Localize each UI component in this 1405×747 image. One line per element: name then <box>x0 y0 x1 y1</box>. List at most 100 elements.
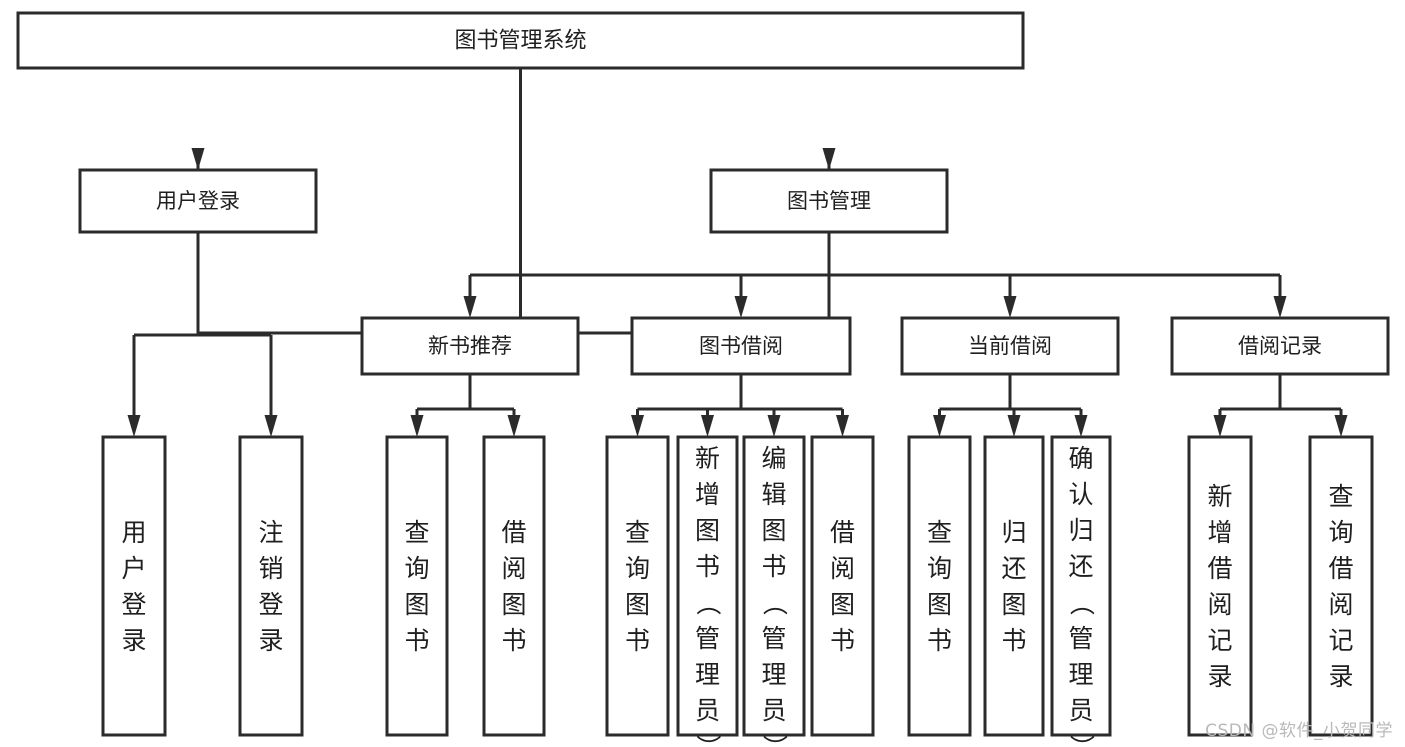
node-borrow-record-label: 借阅记录 <box>1238 334 1322 358</box>
svg-text:（: （ <box>1067 590 1096 615</box>
svg-text:图: 图 <box>404 590 429 619</box>
svg-text:询: 询 <box>625 554 650 583</box>
svg-text:阅: 阅 <box>1207 590 1232 619</box>
svg-text:借: 借 <box>501 518 526 547</box>
leaf-query-book-1-box[interactable] <box>385 435 449 737</box>
svg-text:）: ） <box>1067 734 1096 747</box>
svg-text:还: 还 <box>1068 552 1093 581</box>
svg-text:书: 书 <box>404 626 429 655</box>
svg-text:录: 录 <box>1207 662 1232 691</box>
leaf-add-record-box[interactable] <box>1187 435 1253 737</box>
svg-text:编: 编 <box>761 444 786 473</box>
leaf-borrow-book-1-box[interactable] <box>482 435 546 737</box>
svg-text:辑: 辑 <box>761 480 786 509</box>
svg-text:查: 查 <box>404 518 429 547</box>
arrow-head-icon <box>767 415 781 437</box>
leaf-edit-book-box[interactable] <box>742 435 806 737</box>
svg-text:登: 登 <box>121 590 146 619</box>
svg-text:登: 登 <box>258 590 283 619</box>
arrow-head-icon <box>127 415 141 437</box>
node-current-borrow-box[interactable] <box>900 316 1120 376</box>
svg-text:借: 借 <box>1328 554 1353 583</box>
svg-text:销: 销 <box>258 554 283 583</box>
svg-text:归: 归 <box>1068 516 1093 545</box>
node-book-manage-box[interactable] <box>709 168 949 234</box>
leaf-add-book-box[interactable] <box>676 435 739 737</box>
svg-text:录: 录 <box>258 626 283 655</box>
svg-text:借: 借 <box>1207 554 1232 583</box>
svg-text:查: 查 <box>625 518 650 547</box>
svg-text:借: 借 <box>830 518 855 547</box>
leaf-user-login-box[interactable] <box>101 435 167 737</box>
leaf-return-book-box[interactable] <box>983 435 1045 737</box>
svg-text:理: 理 <box>695 660 720 689</box>
node-book-borrow-label: 图书借阅 <box>699 334 783 358</box>
svg-text:新: 新 <box>1207 482 1232 511</box>
node-book-borrow-box[interactable] <box>630 316 852 376</box>
svg-text:员: 员 <box>695 696 720 725</box>
svg-text:记: 记 <box>1207 626 1232 655</box>
leaf-query-book-3-box[interactable] <box>907 435 972 737</box>
svg-text:图: 图 <box>501 590 526 619</box>
arrow-head-icon <box>734 296 748 318</box>
svg-text:书: 书 <box>830 626 855 655</box>
node-current-borrow-label: 当前借阅 <box>968 334 1052 358</box>
node-new-book-recommend-box[interactable] <box>360 316 580 376</box>
arrow-head-icon <box>1007 415 1021 437</box>
svg-text:书: 书 <box>501 626 526 655</box>
svg-text:查: 查 <box>927 518 952 547</box>
svg-text:图: 图 <box>927 590 952 619</box>
svg-text:增: 增 <box>695 480 720 509</box>
leaf-query-book-2-box[interactable] <box>605 435 670 737</box>
node-user-login-label: 用户登录 <box>156 189 240 213</box>
arrow-head-icon <box>463 296 477 318</box>
svg-text:认: 认 <box>1068 480 1093 509</box>
root-node-label: 图书管理系统 <box>454 29 586 54</box>
svg-text:图: 图 <box>761 516 786 545</box>
svg-text:书: 书 <box>695 552 720 581</box>
arrow-head-icon <box>933 415 946 437</box>
node-user-login-box[interactable] <box>78 168 318 234</box>
svg-text:图: 图 <box>1001 590 1026 619</box>
arrow-head-icon <box>1003 296 1017 318</box>
svg-text:书: 书 <box>761 552 786 581</box>
svg-text:理: 理 <box>1068 660 1093 689</box>
svg-text:（: （ <box>694 590 723 615</box>
leaf-user-logout-box[interactable] <box>238 435 304 737</box>
arrow-head-icon <box>507 415 521 437</box>
root-node-box[interactable] <box>16 11 1025 70</box>
leaf-query-record-box[interactable] <box>1308 435 1374 737</box>
svg-text:书: 书 <box>625 626 650 655</box>
leaf-borrow-book-2-box[interactable] <box>810 435 875 737</box>
svg-text:图: 图 <box>625 590 650 619</box>
svg-text:（: （ <box>760 590 789 615</box>
arrow-head-icon <box>836 415 849 437</box>
arrow-head-icon <box>822 148 836 170</box>
svg-text:）: ） <box>760 734 789 747</box>
svg-text:员: 员 <box>1068 696 1093 725</box>
arrow-head-icon <box>701 415 714 437</box>
node-borrow-record-box[interactable] <box>1170 316 1390 376</box>
arrow-head-icon <box>1074 415 1088 437</box>
svg-text:查: 查 <box>1328 482 1353 511</box>
svg-text:新: 新 <box>695 444 720 473</box>
arrow-head-icon <box>1334 415 1348 437</box>
node-layer: 图书管理系统用户登录图书管理新书推荐图书借阅当前借阅借阅记录用户登录注销登录查询… <box>16 11 1390 747</box>
arrow-head-icon <box>410 415 424 437</box>
leaf-confirm-return-box[interactable] <box>1050 435 1112 737</box>
svg-text:还: 还 <box>1001 554 1026 583</box>
svg-text:记: 记 <box>1328 626 1353 655</box>
